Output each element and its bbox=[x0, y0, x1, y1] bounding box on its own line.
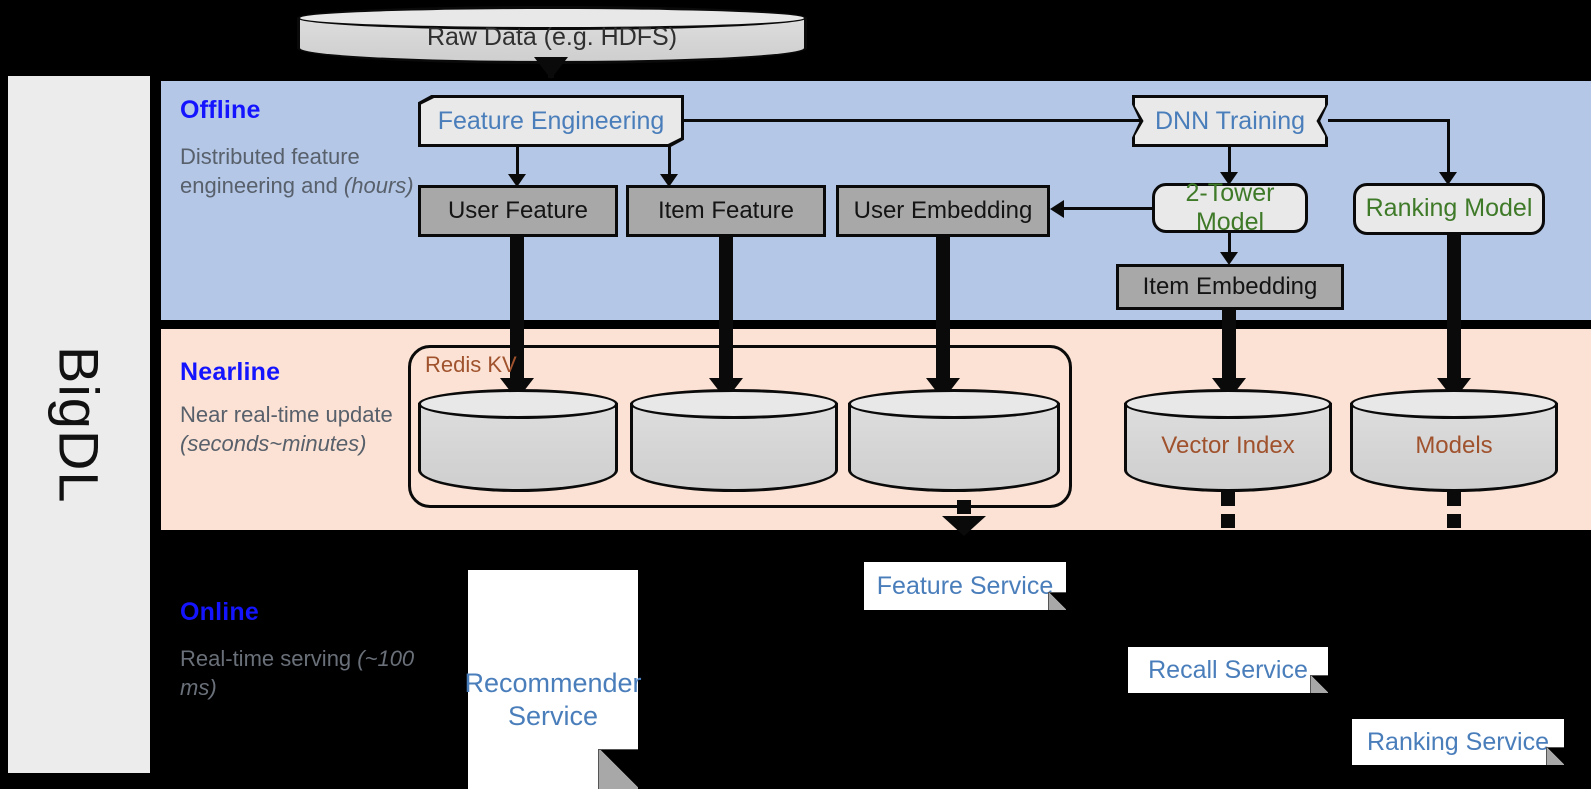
recommender-service-label: Recommender Service bbox=[464, 668, 642, 732]
edge-dnn-ranking-arrow bbox=[1439, 172, 1457, 185]
kv-cylinder-2-label bbox=[630, 389, 838, 492]
edge-fe-itemfeature-arrow bbox=[660, 174, 678, 187]
models-top bbox=[1350, 389, 1558, 419]
online-desc-em: (~100 ms) bbox=[180, 646, 415, 701]
kv-cylinder-3-label bbox=[848, 389, 1060, 492]
recommender-service-node[interactable]: Recommender Service bbox=[464, 570, 642, 789]
bigdl-label: BigDL bbox=[47, 345, 111, 504]
page-fold-icon bbox=[598, 749, 638, 789]
edge-dnn-ranking-h bbox=[1328, 119, 1450, 122]
page-fold-icon bbox=[1546, 747, 1564, 765]
pipe-userembedding-kv3 bbox=[936, 237, 950, 388]
models-label: Models bbox=[1415, 431, 1493, 459]
item-feature-node[interactable]: Item Feature bbox=[626, 185, 826, 237]
edge-fe-userfeature-arrow bbox=[508, 174, 526, 187]
dot-models-a bbox=[1447, 492, 1461, 506]
ranking-service-label: Ranking Service bbox=[1366, 727, 1550, 756]
online-desc-text: Real-time serving bbox=[180, 646, 358, 671]
page-fold-icon bbox=[1310, 675, 1328, 693]
edge-dnn-ranking-v bbox=[1447, 119, 1450, 177]
nearline-layer-title: Nearline bbox=[180, 358, 281, 386]
vector-index-cylinder[interactable]: Vector Index bbox=[1124, 389, 1332, 492]
edge-twotower-itememb-arrow bbox=[1220, 252, 1238, 265]
raw-data-label: Raw Data (e.g. HDFS) bbox=[426, 22, 678, 51]
edge-fe-itemfeature-line bbox=[668, 147, 671, 177]
edge-twotower-userembedding-arrow bbox=[1050, 200, 1064, 218]
offline-layer-title: Offline bbox=[180, 96, 261, 124]
edge-fe-dnn-line bbox=[684, 119, 1159, 122]
edge-dnn-twotower-line bbox=[1228, 147, 1231, 177]
redis-kv-container bbox=[408, 345, 1072, 508]
dot-models-b bbox=[1447, 514, 1461, 528]
online-layer-description: Real-time serving (~100 ms) bbox=[180, 644, 420, 702]
vector-index-label: Vector Index bbox=[1161, 431, 1295, 459]
models-cylinder[interactable]: Models bbox=[1350, 389, 1558, 492]
feature-engineering-node[interactable]: Feature Engineering bbox=[418, 95, 684, 147]
nearline-layer-description: Near real-time update (seconds~minutes) bbox=[180, 400, 420, 458]
edge-twotower-itememb-line bbox=[1228, 233, 1231, 258]
kv-cylinder-3-top bbox=[848, 389, 1060, 419]
arrow-redis-featureservice bbox=[942, 516, 986, 536]
edge-rawdata-fe-arrow bbox=[534, 57, 568, 79]
models-body bbox=[1350, 403, 1558, 492]
ranking-service-node[interactable]: Ranking Service bbox=[1352, 719, 1564, 765]
kv-cylinder-3[interactable] bbox=[848, 389, 1060, 492]
online-layer-title: Online bbox=[180, 598, 259, 626]
edge-fe-userfeature-line bbox=[516, 147, 519, 177]
user-feature-node[interactable]: User Feature bbox=[418, 185, 618, 237]
redis-kv-label: Redis KV bbox=[425, 352, 517, 377]
nearline-desc-em: (seconds~minutes) bbox=[180, 431, 367, 457]
raw-data-cylinder-top bbox=[297, 6, 807, 30]
kv-cylinder-1-label bbox=[418, 389, 618, 492]
pipe-rankingmodel-models bbox=[1447, 235, 1461, 388]
pipe-userfeature-kv1 bbox=[510, 237, 524, 388]
user-embedding-node[interactable]: User Embedding bbox=[836, 185, 1050, 237]
recall-service-node[interactable]: Recall Service bbox=[1128, 647, 1328, 693]
recall-service-label: Recall Service bbox=[1148, 655, 1308, 684]
kv-cylinder-2[interactable] bbox=[630, 389, 838, 492]
edge-dnn-twotower-arrow bbox=[1220, 172, 1238, 185]
pipe-itemfeature-kv2 bbox=[719, 237, 733, 388]
two-tower-model-node[interactable]: 2-Tower Model bbox=[1152, 179, 1308, 236]
dnn-training-node[interactable]: DNN Training bbox=[1132, 95, 1328, 147]
vector-index-top bbox=[1124, 389, 1332, 419]
offline-layer-description: Distributed feature engineering and (hou… bbox=[180, 142, 420, 200]
feature-engineering-label: Feature Engineering bbox=[421, 98, 681, 144]
feature-service-node[interactable]: Feature Service bbox=[864, 562, 1066, 610]
raw-data-cylinder: Raw Data (e.g. HDFS) bbox=[297, 6, 807, 64]
page-fold-icon bbox=[1048, 592, 1066, 610]
pipe-itemembedding-vectorindex bbox=[1222, 310, 1236, 388]
edge-twotower-userembedding-line bbox=[1062, 207, 1154, 210]
dnn-training-label: DNN Training bbox=[1135, 98, 1325, 144]
dot-vectorindex-b bbox=[1221, 514, 1235, 528]
ranking-model-node[interactable]: Ranking Model bbox=[1353, 183, 1545, 235]
offline-desc-em: (hours) bbox=[343, 173, 414, 199]
kv-cylinder-1-top bbox=[418, 389, 618, 419]
nearline-desc-text: Near real-time update bbox=[180, 402, 393, 427]
bigdl-rail: BigDL bbox=[8, 76, 150, 773]
feature-service-label: Feature Service bbox=[876, 571, 1054, 600]
offline-desc-text: Distributed feature engineering and bbox=[180, 144, 360, 199]
dot-redis-featureservice bbox=[957, 500, 971, 514]
kv-cylinder-2-top bbox=[630, 389, 838, 419]
dot-vectorindex-a bbox=[1221, 492, 1235, 506]
item-embedding-node[interactable]: Item Embedding bbox=[1116, 264, 1344, 310]
kv-cylinder-1[interactable] bbox=[418, 389, 618, 492]
